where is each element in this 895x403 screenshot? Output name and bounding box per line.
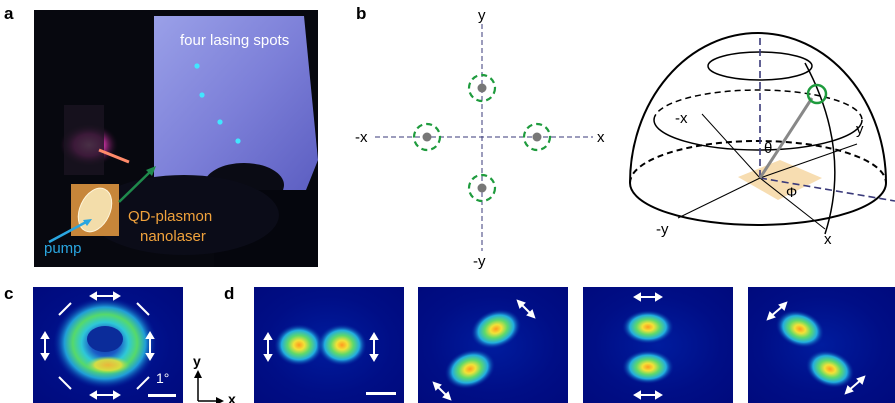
- far-field-pattern-d1: [254, 287, 404, 403]
- tangent-plane: [738, 160, 822, 200]
- polarization-arrows-c: [40, 291, 155, 400]
- beam-node-top: [467, 73, 497, 103]
- axis-label-neg-x-3d: -x: [675, 110, 688, 127]
- four-lasing-spots-caption: four lasing spots: [180, 32, 290, 49]
- emission-vector: [758, 97, 814, 179]
- lasing-spot: [194, 63, 200, 69]
- beam-lobe: [470, 309, 522, 349]
- selected-direction-marker: [806, 83, 828, 105]
- panel-label-a: a: [4, 4, 14, 23]
- polarization-arrows-d2: [432, 299, 536, 401]
- beam-node-bottom: [467, 173, 497, 203]
- lasing-spot: [235, 138, 241, 144]
- device-caption-line1: QD-plasmon: [128, 208, 213, 225]
- far-field-pattern-d4: [748, 287, 895, 403]
- phi-label: Φ: [786, 184, 797, 200]
- scale-bar-label: 1°: [156, 370, 170, 386]
- polarization-arrows-d3: [633, 292, 663, 400]
- axis-label-x-3d: x: [824, 231, 832, 248]
- panel-label-c: c: [4, 284, 14, 303]
- beam-lobe: [444, 349, 496, 389]
- axes-indicator-y: y: [193, 353, 201, 369]
- beam-lobe: [274, 324, 324, 366]
- pump-arrow: [48, 219, 89, 244]
- beam-lobe: [317, 324, 367, 366]
- lasing-spot: [199, 92, 205, 98]
- beam-node-right: [522, 122, 552, 152]
- panel-label-d: d: [224, 284, 235, 303]
- axis-label-x: x: [597, 129, 605, 146]
- hemisphere-schematic: -x y -y x θ Φ: [629, 32, 895, 248]
- axes-indicator-x: x: [228, 391, 236, 403]
- far-field-pattern-c: 1°: [33, 287, 183, 403]
- beam-node-left: [412, 122, 442, 152]
- far-field-pattern-d2: [418, 287, 568, 403]
- panel-label-b: b: [356, 4, 367, 23]
- lasing-spot: [217, 119, 223, 125]
- emission-arrow: [118, 169, 153, 203]
- polarization-arrows-d1: [263, 332, 379, 362]
- axes-indicator: y x: [193, 353, 236, 403]
- axis-label-neg-x: -x: [355, 129, 368, 146]
- beam-lobe: [805, 350, 855, 388]
- axis-label-y: y: [478, 8, 486, 24]
- polarization-arrows-d4: [766, 301, 866, 395]
- axis-label-y-3d: y: [856, 121, 864, 138]
- theta-label: θ: [764, 140, 772, 157]
- axis-label-neg-y-3d: -y: [656, 221, 669, 238]
- beam-lobe: [622, 310, 674, 344]
- device-caption-line2: nanolaser: [140, 228, 206, 245]
- beam-lobe: [622, 350, 674, 384]
- axis-label-neg-y: -y: [473, 253, 486, 270]
- photo-scene: [34, 10, 318, 267]
- far-field-pattern-d3: [583, 287, 733, 403]
- hemisphere-outline: [629, 32, 887, 184]
- beam-lobe: [775, 310, 825, 348]
- scale-bar-d: [366, 392, 396, 395]
- projection-screen: [154, 16, 318, 200]
- lasing-photograph: four lasing spots pump QD-plasmon nanola…: [34, 10, 318, 267]
- pump-caption: pump: [44, 240, 82, 257]
- polarization-schematic: y -x x -y: [355, 8, 605, 270]
- scale-bar-c: [148, 394, 176, 397]
